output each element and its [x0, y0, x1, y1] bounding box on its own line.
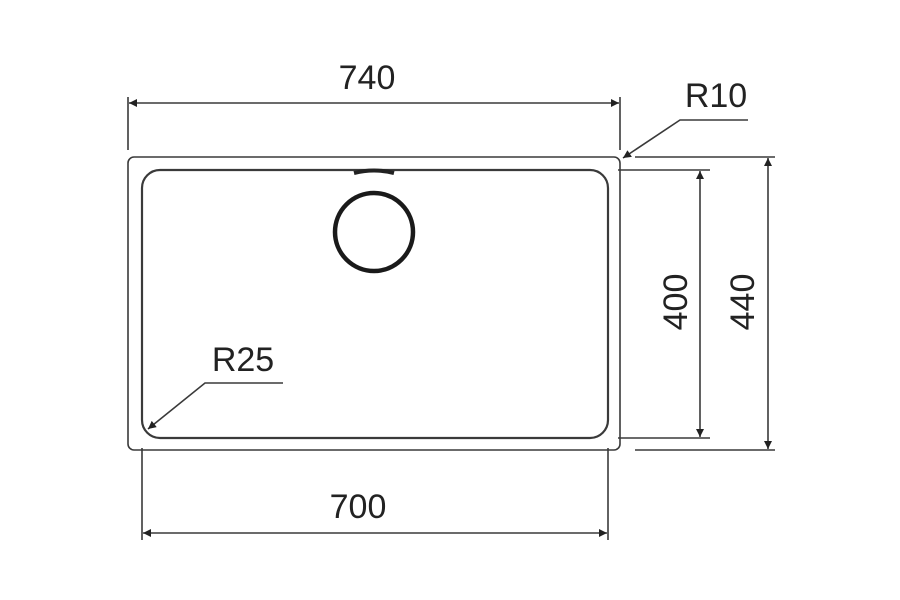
- sink-outer-outline: [127, 156, 621, 451]
- sink-bowl-outline: [140, 168, 610, 440]
- radius-label-r25: R25: [212, 341, 274, 379]
- dim-label-440: 440: [724, 274, 762, 331]
- dim-label-400: 400: [657, 274, 695, 331]
- radius-label-r10: R10: [685, 77, 747, 115]
- overflow-slot: [353, 168, 395, 175]
- r10-leader: [622, 119, 748, 159]
- dim-label-700: 700: [330, 488, 387, 526]
- drain-circle: [332, 190, 416, 274]
- r25-leader: [147, 382, 283, 430]
- dim-label-740: 740: [339, 59, 396, 97]
